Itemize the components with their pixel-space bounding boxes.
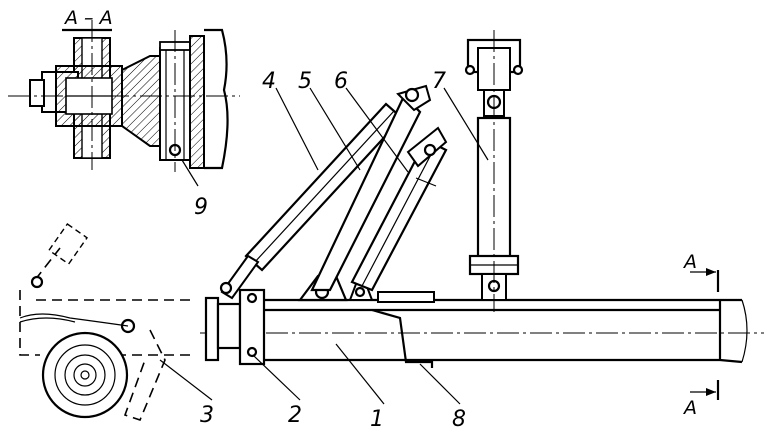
section-title: A – A (63, 7, 113, 29)
main-beam (200, 298, 764, 364)
label-2: 2 (288, 403, 302, 428)
label-8: 8 (452, 407, 466, 432)
label-7: 7 (432, 69, 446, 94)
label-5: 5 (298, 69, 312, 94)
part-labels: 1 2 3 4 5 6 7 8 9 (194, 69, 466, 432)
end-flange (204, 288, 266, 366)
label-6: 6 (334, 69, 348, 94)
dashed-extension (19, 223, 190, 421)
label-1: 1 (370, 407, 384, 432)
label-9: 9 (194, 195, 208, 220)
leader-lines (159, 87, 489, 405)
section-detail: A – A (8, 7, 240, 187)
lever-arm-5 (310, 84, 432, 292)
hub (121, 55, 161, 147)
hydraulic-cylinder-7 (464, 30, 524, 312)
section-marker: A A (682, 251, 720, 419)
bracket-plate (189, 28, 229, 170)
hydraulic-cylinder-6 (350, 126, 448, 292)
label-4: 4 (262, 69, 276, 94)
section-mark-bottom: A (682, 397, 697, 419)
section-mark-top: A (682, 251, 697, 273)
log-end (41, 331, 129, 419)
label-3: 3 (200, 403, 214, 428)
